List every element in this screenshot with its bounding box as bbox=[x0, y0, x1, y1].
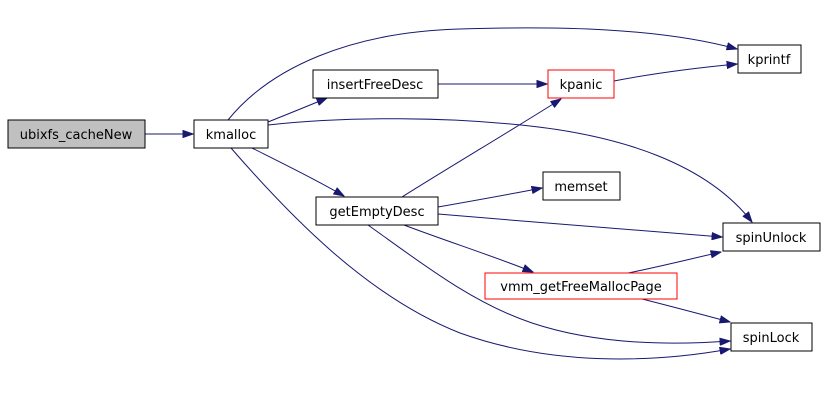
edge-layer bbox=[145, 27, 752, 360]
edge-vmm_getFreeMallocPage-spinUnlock bbox=[627, 252, 721, 274]
edge-vmm_getFreeMallocPage-spinLock bbox=[641, 298, 730, 322]
node-getEmptyDesc-label: getEmptyDesc bbox=[329, 205, 424, 220]
edge-getEmptyDesc-spinLock bbox=[367, 224, 730, 343]
node-memset-box bbox=[542, 171, 621, 201]
node-spinUnlock-box bbox=[722, 222, 821, 252]
node-insertFreeDesc-box bbox=[312, 69, 439, 99]
node-kmalloc-label: kmalloc bbox=[206, 128, 256, 143]
node-kprintf[interactable]: kprintf bbox=[737, 44, 802, 74]
node-getEmptyDesc[interactable]: getEmptyDesc bbox=[315, 196, 439, 226]
node-getEmptyDesc-box bbox=[315, 196, 439, 226]
edge-kmalloc-kprintf bbox=[227, 27, 737, 121]
node-spinLock-label: spinLock bbox=[743, 331, 800, 346]
edge-getEmptyDesc-memset bbox=[437, 188, 542, 208]
edge-kmalloc-insertFreeDesc bbox=[267, 98, 327, 123]
node-kpanic-label: kpanic bbox=[560, 78, 603, 93]
node-ubixfs_cacheNew-label: ubixfs_cacheNew bbox=[20, 128, 133, 143]
node-spinUnlock[interactable]: spinUnlock bbox=[722, 222, 821, 252]
node-vmm_getFreeMallocPage-label: vmm_getFreeMallocPage bbox=[500, 280, 661, 295]
node-kmalloc-box bbox=[193, 119, 269, 149]
node-ubixfs_cacheNew[interactable]: ubixfs_cacheNew bbox=[7, 119, 146, 149]
node-memset-label: memset bbox=[554, 180, 607, 195]
node-spinUnlock-label: spinUnlock bbox=[736, 231, 807, 246]
node-spinLock[interactable]: spinLock bbox=[730, 322, 813, 352]
edge-getEmptyDesc-vmm_getFreeMallocPage bbox=[403, 224, 533, 272]
node-memset[interactable]: memset bbox=[542, 171, 621, 201]
edge-kmalloc-getEmptyDesc bbox=[251, 147, 344, 196]
node-insertFreeDesc[interactable]: insertFreeDesc bbox=[312, 69, 439, 99]
node-kpanic[interactable]: kpanic bbox=[547, 69, 615, 99]
edge-kpanic-kprintf bbox=[613, 64, 737, 82]
edge-kmalloc-spinUnlock bbox=[267, 118, 752, 222]
node-kprintf-box bbox=[737, 44, 802, 74]
node-insertFreeDesc-label: insertFreeDesc bbox=[327, 78, 424, 93]
edge-kmalloc-spinLock bbox=[230, 147, 730, 360]
node-vmm_getFreeMallocPage-box bbox=[484, 272, 678, 300]
edge-getEmptyDesc-spinUnlock bbox=[437, 213, 722, 237]
node-ubixfs_cacheNew-box bbox=[7, 119, 146, 149]
node-kmalloc[interactable]: kmalloc bbox=[193, 119, 269, 149]
node-spinLock-box bbox=[730, 322, 813, 352]
node-kprintf-label: kprintf bbox=[748, 53, 791, 68]
node-kpanic-box bbox=[547, 69, 615, 99]
edge-getEmptyDesc-kpanic bbox=[401, 99, 561, 198]
node-vmm_getFreeMallocPage[interactable]: vmm_getFreeMallocPage bbox=[484, 272, 678, 300]
